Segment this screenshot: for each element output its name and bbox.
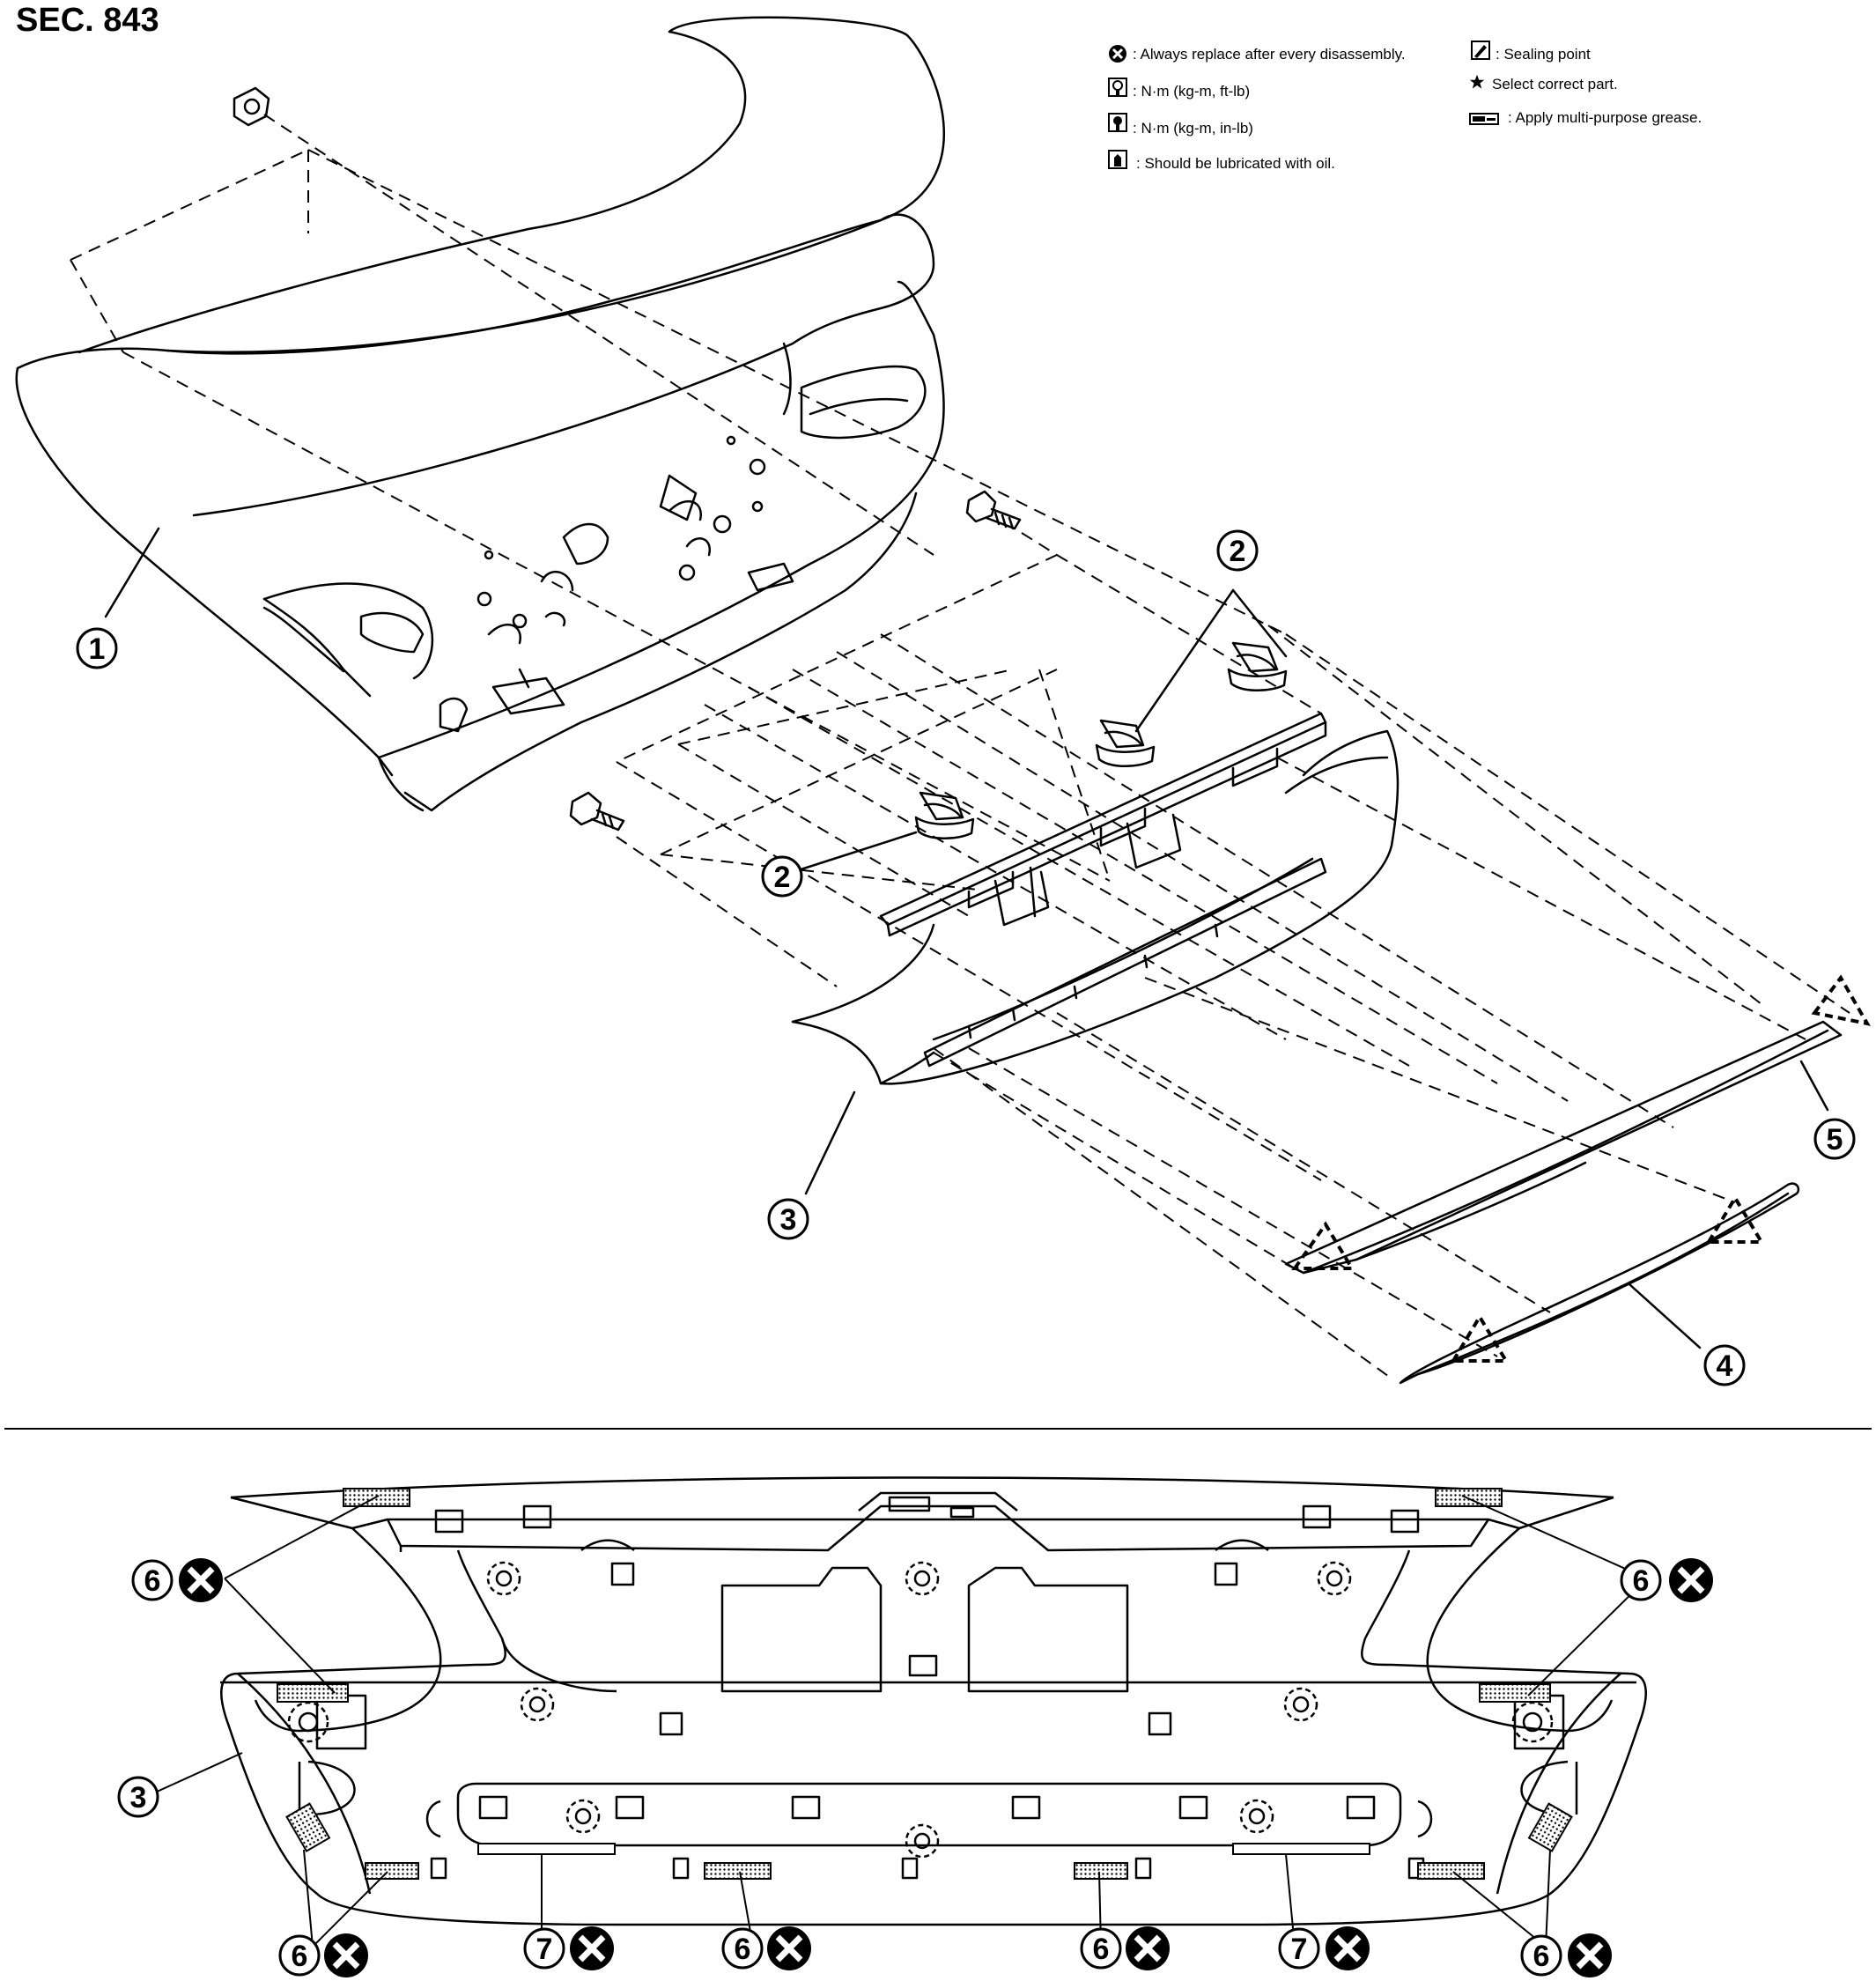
svg-text:1: 1 [89, 632, 106, 666]
svg-text:3: 3 [780, 1203, 797, 1237]
trunk-lid [15, 16, 946, 812]
svg-text:6: 6 [144, 1564, 161, 1598]
sealing-triangles [1291, 974, 1871, 1363]
callout-6-top-left: 6 [131, 1558, 223, 1602]
leader-2-upper [1134, 588, 1288, 733]
legend-torque-ft: : N·m (kg-m, ft-lb) [1133, 83, 1251, 100]
finisher-rear-view [220, 1476, 1647, 1926]
legend-torque-in: : N·m (kg-m, in-lb) [1133, 120, 1253, 137]
svg-text:3: 3 [130, 1781, 147, 1815]
torque-wrench-icon [1108, 78, 1127, 97]
trunk-lid-nut [233, 86, 270, 127]
callout-4: 4 [1703, 1344, 1746, 1386]
svg-text:4: 4 [1717, 1349, 1733, 1383]
callout-1: 1 [76, 627, 118, 669]
svg-text:2: 2 [1230, 535, 1246, 568]
svg-text:6: 6 [1633, 1564, 1650, 1598]
callout-2-left: 2 [761, 855, 803, 898]
sealing-point-icon [1471, 41, 1490, 60]
trunk-lid-finisher [791, 729, 1400, 1085]
bolt-lower [569, 791, 625, 832]
callout-5: 5 [1813, 1118, 1856, 1160]
callout-6-bottom-4: 6 [1520, 1933, 1612, 1977]
clip-a [1227, 641, 1288, 692]
svg-text:6: 6 [735, 1933, 751, 1966]
svg-text:6: 6 [292, 1940, 308, 1973]
callout-6-top-right: 6 [1620, 1558, 1713, 1602]
lower-leaders [144, 1495, 1648, 1948]
callout-3-upper: 3 [767, 1198, 809, 1240]
star-icon [1469, 74, 1485, 89]
legend-select: Select correct part. [1492, 76, 1618, 92]
svg-text:6: 6 [1093, 1933, 1110, 1966]
svg-text:6: 6 [1533, 1940, 1550, 1973]
foam-pads [277, 1488, 1573, 1880]
legend-sealing: : Sealing point [1496, 46, 1591, 63]
section-title: SEC. 843 [16, 2, 159, 39]
clip-holes [287, 1561, 1554, 1859]
callout-3-lower: 3 [117, 1776, 159, 1818]
alignment-lines [70, 114, 1850, 1379]
legend-grease: : Apply multi-purpose grease. [1508, 109, 1702, 126]
leader-4 [1628, 1282, 1702, 1349]
callout-6-bottom-2: 6 [721, 1926, 811, 1970]
clip-c [914, 791, 975, 840]
svg-text:5: 5 [1827, 1123, 1843, 1157]
svg-text:7: 7 [1291, 1933, 1308, 1966]
moulding-lower [1399, 1182, 1800, 1385]
legend-oil: : Should be lubricated with oil. [1136, 155, 1335, 172]
legend-replace: : Always replace after every disassembly… [1133, 46, 1406, 63]
callout-6-bottom-3: 6 [1080, 1926, 1170, 1970]
bolt-upper [965, 490, 1022, 530]
oil-can-icon [1108, 150, 1127, 169]
svg-text:7: 7 [536, 1933, 553, 1966]
torque-wrench-filled-icon [1108, 113, 1127, 132]
moulding-upper [1284, 1020, 1843, 1275]
callout-2-top: 2 [1216, 529, 1259, 572]
leader-5 [1799, 1060, 1829, 1112]
grease-gun-icon [1469, 113, 1499, 125]
callout-6-bottom-1: 6 [278, 1933, 368, 1977]
clip-b [1095, 719, 1156, 768]
leader-3 [804, 1090, 856, 1195]
callout-7-bottom-1: 7 [523, 1926, 614, 1970]
callout-7-bottom-2: 7 [1278, 1926, 1370, 1970]
replace-x-icon [1109, 45, 1126, 63]
svg-text:2: 2 [774, 861, 791, 894]
leader-1 [104, 527, 160, 618]
leader-2-lower [791, 831, 918, 874]
